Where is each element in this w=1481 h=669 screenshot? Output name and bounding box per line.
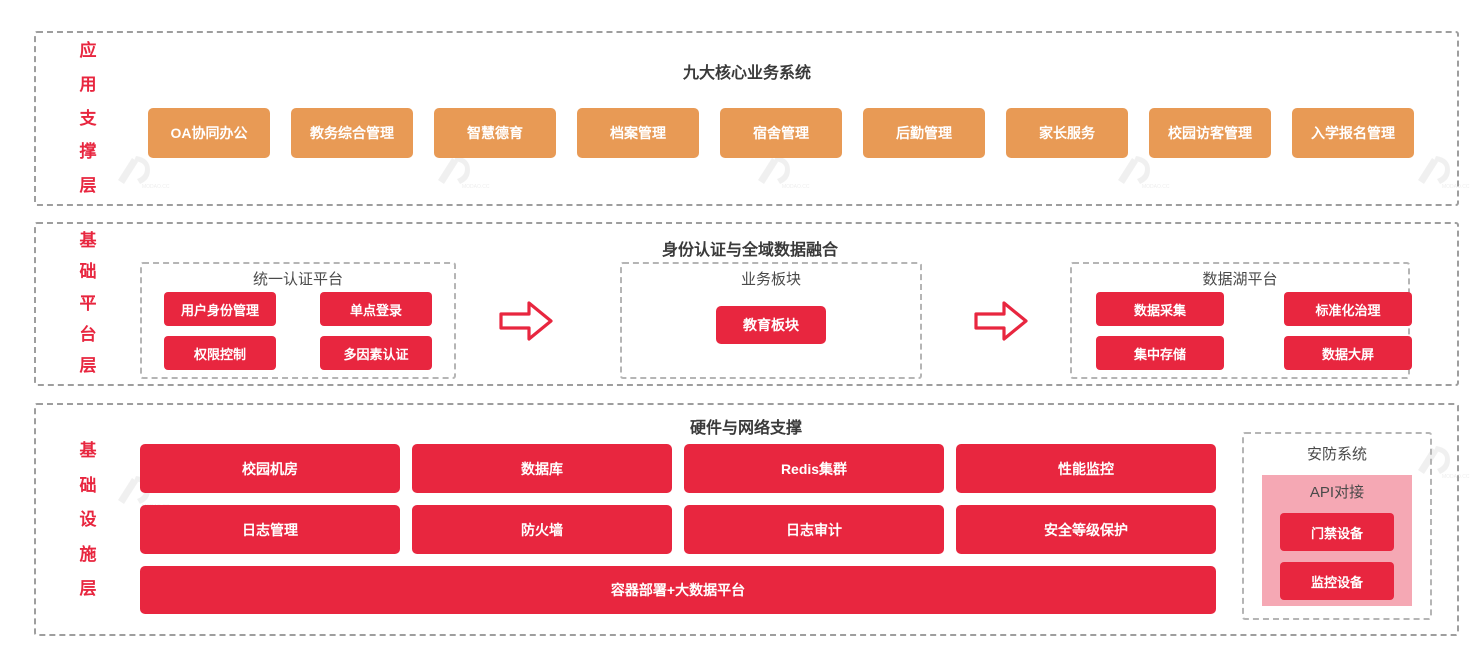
layer-label-char: 层 <box>79 579 97 598</box>
layer-label-char: 基 <box>79 231 97 250</box>
chip-standardized-governance[interactable]: 标准化治理 <box>1284 292 1412 326</box>
layer-application-support <box>34 31 1459 206</box>
arrow-right-icon <box>972 297 1030 345</box>
chip-education-sector[interactable]: 教育板块 <box>716 306 826 344</box>
panel-title-data-lake-platform: 数据湖平台 <box>1202 271 1278 288</box>
layer-label-char: 施 <box>79 544 97 564</box>
chip-academic-management[interactable]: 教务综合管理 <box>291 108 413 158</box>
layer-label-char: 层 <box>79 356 97 375</box>
chip-performance-monitoring[interactable]: 性能监控 <box>956 444 1216 493</box>
layer-label-char: 基 <box>79 441 97 460</box>
layer-label-base-platform: 基 础 平 台 层 <box>72 232 104 374</box>
section-title-identity-data-fusion: 身份认证与全域数据融合 <box>661 242 838 259</box>
chip-permission-control[interactable]: 权限控制 <box>164 336 276 370</box>
layer-label-char: 台 <box>79 324 97 344</box>
chip-smart-moral-education[interactable]: 智慧德育 <box>434 108 556 158</box>
chip-log-management[interactable]: 日志管理 <box>140 505 400 554</box>
layer-label-char: 用 <box>79 74 97 94</box>
chip-single-sign-on[interactable]: 单点登录 <box>320 292 432 326</box>
layer-label-char: 撑 <box>79 142 97 162</box>
section-title-core-business: 九大核心业务系统 <box>682 65 811 82</box>
panel-security-system <box>1242 432 1432 620</box>
layer-label-char: 设 <box>79 510 97 529</box>
chip-data-dashboard[interactable]: 数据大屏 <box>1284 336 1412 370</box>
chip-container-bigdata-platform[interactable]: 容器部署+大数据平台 <box>140 566 1216 614</box>
chip-enrollment-management[interactable]: 入学报名管理 <box>1292 108 1414 158</box>
layer-base-platform <box>34 222 1459 386</box>
chip-dormitory-management[interactable]: 宿舍管理 <box>720 108 842 158</box>
layer-label-char: 应 <box>79 41 97 60</box>
chip-firewall[interactable]: 防火墙 <box>412 505 672 554</box>
chip-campus-server-room[interactable]: 校园机房 <box>140 444 400 493</box>
layer-label-char: 础 <box>79 475 97 495</box>
panel-unified-auth-platform <box>140 262 456 379</box>
chip-centralized-storage[interactable]: 集中存储 <box>1096 336 1224 370</box>
panel-title-unified-auth-platform: 统一认证平台 <box>252 271 343 288</box>
chip-log-audit[interactable]: 日志审计 <box>684 505 944 554</box>
section-title-hardware-network: 硬件与网络支撑 <box>689 420 802 437</box>
layer-label-char: 层 <box>79 176 97 195</box>
arrow-right-icon <box>497 297 555 345</box>
chip-parent-service[interactable]: 家长服务 <box>1006 108 1128 158</box>
layer-label-char: 平 <box>79 293 97 313</box>
panel-business-sector <box>620 262 922 379</box>
chip-campus-visitor-management[interactable]: 校园访客管理 <box>1149 108 1271 158</box>
chip-database[interactable]: 数据库 <box>412 444 672 493</box>
chip-surveillance-device[interactable]: 监控设备 <box>1280 562 1394 600</box>
layer-label-infrastructure: 基 础 设 施 层 <box>72 442 104 597</box>
chip-archive-management[interactable]: 档案管理 <box>577 108 699 158</box>
chip-security-level-protection[interactable]: 安全等级保护 <box>956 505 1216 554</box>
chip-data-collection[interactable]: 数据采集 <box>1096 292 1224 326</box>
chip-access-control-device[interactable]: 门禁设备 <box>1280 513 1394 551</box>
chip-multi-factor-auth[interactable]: 多因素认证 <box>320 336 432 370</box>
layer-label-application-support: 应 用 支 撑 层 <box>72 42 104 194</box>
layer-infrastructure <box>34 403 1459 636</box>
panel-title-business-sector: 业务板块 <box>740 271 801 288</box>
layer-label-char: 础 <box>79 262 97 282</box>
api-integration-title: API对接 <box>1309 484 1365 501</box>
chip-user-identity-management[interactable]: 用户身份管理 <box>164 292 276 326</box>
chip-logistics-management[interactable]: 后勤管理 <box>863 108 985 158</box>
layer-label-char: 支 <box>79 108 97 128</box>
panel-title-security-system: 安防系统 <box>1306 446 1367 463</box>
chip-oa-collaboration[interactable]: OA协同办公 <box>148 108 270 158</box>
chip-redis-cluster[interactable]: Redis集群 <box>684 444 944 493</box>
